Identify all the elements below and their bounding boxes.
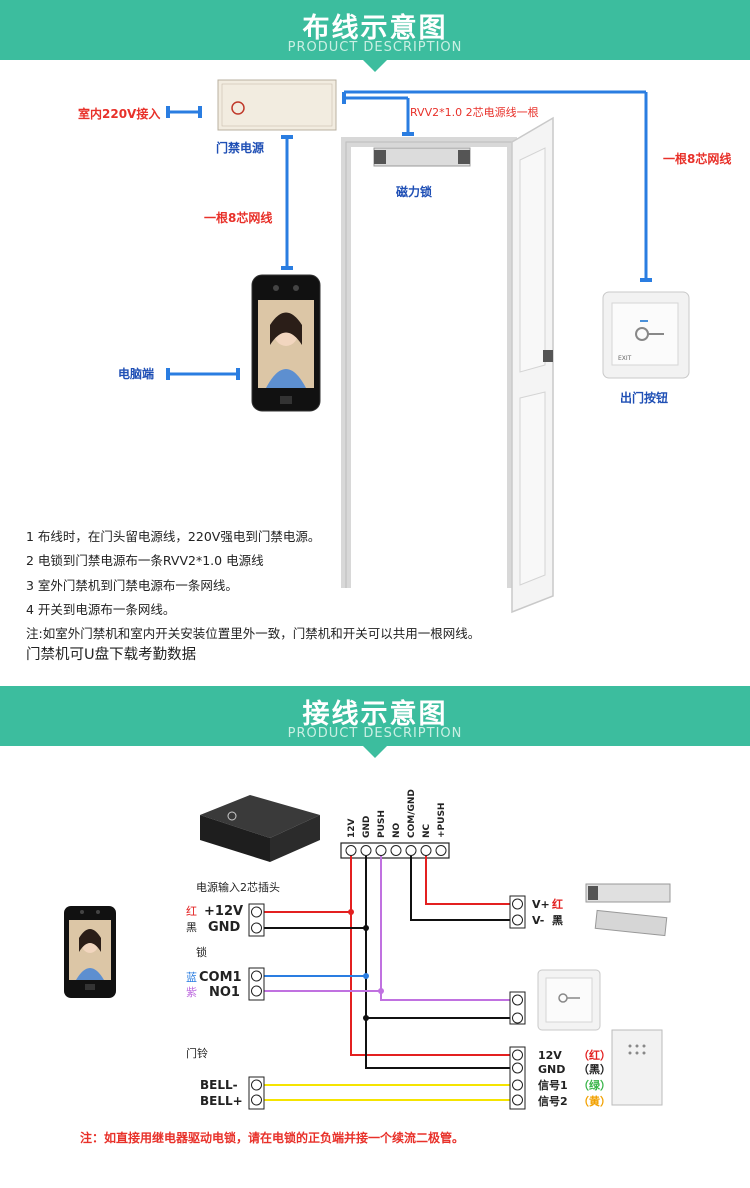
- computer-label: 电脑端: [118, 366, 154, 381]
- section-subtitle: PRODUCT DESCRIPTION: [287, 40, 463, 55]
- bell-pin-2-color: （黑）: [578, 1063, 611, 1076]
- wires: [262, 856, 512, 1101]
- power-input-label: 电源输入2芯插头: [196, 880, 280, 894]
- note-2: 2 电锁到门禁电源布一条RVV2*1.0 电源线: [26, 553, 264, 568]
- exit-text: EXIT: [618, 355, 632, 362]
- door-handle: [543, 350, 553, 362]
- magnetic-lock-label: 磁力锁: [395, 184, 432, 199]
- note-1: 1 布线时，在门头留电源线，220V强电到门禁电源。: [26, 529, 321, 544]
- gnd-label: GND: [208, 920, 241, 935]
- bell-plus-label: BELL+: [200, 1094, 243, 1108]
- v12-label: +12V: [204, 904, 243, 919]
- footnote: 注：如直接用继电器驱动电锁，请在电锁的正负端并接一个续流二极管。: [80, 1130, 464, 1145]
- blue-cn-label: 蓝: [186, 971, 197, 984]
- bell-pin-1-color: （红）: [578, 1048, 611, 1062]
- vplus-color-label: 红: [552, 897, 563, 911]
- door: [511, 116, 554, 614]
- wiring-diagram: EXIT 室内220V接入 门禁电源 RVV2*1.0 2芯电源线一根 磁力锁 …: [78, 79, 731, 614]
- blue-wires: [166, 90, 652, 380]
- power-supply-box: [217, 79, 337, 131]
- net-cable-right-label: 一根8芯网线: [663, 151, 731, 166]
- terminal-label-12v: 12V: [347, 818, 357, 838]
- section-title: 布线示意图: [302, 13, 448, 44]
- bell-pin-1-name: 12V: [538, 1049, 562, 1062]
- wire-junctions: [348, 909, 384, 1021]
- black-cn-label: 黑: [186, 921, 197, 934]
- exit-button-label: 出门按钮: [620, 390, 668, 405]
- doorbell-cn-label: 门铃: [186, 1046, 208, 1060]
- net-cable-left-label: 一根8芯网线: [204, 210, 272, 225]
- power-adapter: [200, 795, 320, 862]
- face-terminal-small: [64, 906, 116, 998]
- terminal-label-push-plus: +PUSH: [437, 803, 447, 838]
- terminal-label-nc: NC: [422, 823, 432, 838]
- doorbell-device: [611, 1029, 663, 1106]
- bell-pin-4-name: 信号2: [538, 1094, 568, 1108]
- section-banner-wiring: 布线示意图 PRODUCT DESCRIPTION: [0, 0, 750, 72]
- terminal-label-gnd: GND: [362, 816, 372, 838]
- face-terminal-device: [251, 274, 321, 412]
- bell-pin-4-color: （黄）: [578, 1094, 611, 1108]
- bell-pin-3-color: （绿）: [578, 1078, 611, 1092]
- note-5: 注:如室外门禁机和室内开关安装位置里外一致，门禁机和开关可以共用一根网线。: [26, 626, 481, 641]
- note-3: 3 室外门禁机到门禁电源布一条网线。: [26, 578, 238, 593]
- note-4: 4 开关到电源布一条网线。: [26, 602, 176, 617]
- banner-pointer: [363, 746, 387, 758]
- bell-minus-label: BELL-: [200, 1078, 238, 1092]
- bell-pin-3-name: 信号1: [538, 1078, 568, 1092]
- door-frame: [341, 137, 517, 588]
- power-supply-label: 门禁电源: [216, 140, 264, 155]
- rvv-cable-label: RVV2*1.0 2芯电源线一根: [410, 105, 539, 119]
- terminal-labels: 12V GND PUSH NO COM/GND NC +PUSH: [347, 789, 447, 838]
- terminal-block-top: [340, 842, 450, 859]
- bell-pin-2-name: GND: [538, 1063, 565, 1076]
- exit-button-device: EXIT: [602, 291, 690, 379]
- section-title: 接线示意图: [302, 699, 448, 730]
- vminus-color-label: 黑: [552, 914, 563, 927]
- exit-button-small: [537, 969, 601, 1031]
- section-subtitle: PRODUCT DESCRIPTION: [287, 726, 463, 741]
- right-terminals: [509, 895, 526, 1110]
- terminal-label-com: COM/GND: [407, 789, 417, 838]
- magnetic-lock-small: [585, 883, 671, 937]
- com1-label: COM1: [199, 970, 242, 985]
- banner-pointer: [363, 60, 387, 72]
- vminus-label: V-: [532, 914, 544, 927]
- note-big: 门禁机可U盘下载考勤数据: [26, 647, 197, 663]
- left-terminals: [248, 903, 265, 1110]
- purple-cn-label: 紫: [186, 986, 197, 999]
- indoor-220v-label: 室内220V接入: [78, 106, 160, 121]
- magnetic-lock: [373, 147, 471, 167]
- vplus-label: V+: [532, 898, 550, 911]
- terminal-label-push: PUSH: [377, 810, 387, 838]
- section-banner-connection: 接线示意图 PRODUCT DESCRIPTION: [0, 686, 750, 758]
- red-cn-label: 红: [186, 905, 197, 918]
- no1-label: NO1: [209, 985, 240, 1000]
- lock-cn-label: 锁: [196, 945, 207, 959]
- terminal-label-no: NO: [392, 822, 402, 838]
